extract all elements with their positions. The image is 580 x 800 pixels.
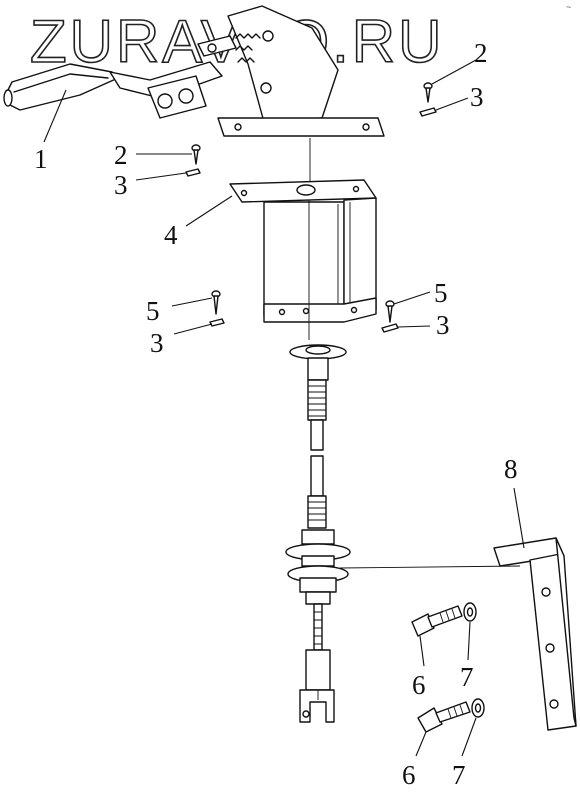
callout-2-right: 2: [474, 38, 488, 68]
leader-3-mid-left: [173, 323, 213, 335]
part-5-screw-left: [211, 290, 221, 315]
callout-7-lower: 7: [452, 760, 466, 790]
part-3-washer-left: [185, 168, 201, 177]
callout-7-upper: 7: [460, 662, 474, 692]
part-2-screw-right: [423, 82, 433, 103]
leader-6-upper: [419, 635, 425, 667]
callout-8: 8: [504, 454, 518, 484]
part-1-handbrake-lever: [3, 5, 385, 137]
leader-5-left: [171, 297, 213, 307]
part-3-washer-mid-right: [381, 323, 399, 333]
leader-7-lower: [461, 717, 477, 757]
part-6-bolt-lower: [417, 701, 471, 733]
part-5-screw-right: [385, 300, 395, 323]
callout-5-right: 5: [434, 278, 448, 308]
part-8-angle-bracket: [493, 537, 577, 731]
part-2-screw-left: [191, 144, 201, 165]
leader-2-right: [431, 59, 477, 85]
leader-3-left: [135, 172, 187, 181]
leader-1: [43, 89, 67, 143]
part-3-washer-mid-left: [209, 318, 225, 327]
callout-2-left: 2: [114, 140, 128, 170]
leader-3-mid-right: [397, 325, 431, 328]
callout-4: 4: [164, 220, 178, 250]
callout-3-mid-right: 3: [436, 310, 450, 340]
callout-5-left: 5: [146, 296, 160, 326]
leader-3-right: [435, 97, 469, 111]
part-7-washer-lower-hole: [474, 703, 482, 713]
callout-6-lower: 6: [402, 760, 416, 790]
callout-3-mid-left: 3: [150, 328, 164, 358]
part-7-washer-upper-hole: [466, 607, 474, 617]
callout-3-left: 3: [114, 170, 128, 200]
leader-6-lower: [415, 731, 427, 757]
corner-mark: ~: [566, 2, 571, 12]
callout-3-right: 3: [470, 82, 484, 112]
callout-6-upper: 6: [412, 670, 426, 700]
part-4-bracket: [229, 179, 377, 323]
callout-1: 1: [34, 144, 48, 174]
cable-assembly: [285, 344, 351, 723]
part-6-bolt-upper: [411, 605, 463, 637]
leader-5-right: [393, 291, 431, 305]
part-3-washer-right: [419, 107, 437, 117]
leader-4: [185, 195, 233, 227]
leader-8: [513, 487, 525, 549]
leader-7-upper: [467, 621, 471, 661]
